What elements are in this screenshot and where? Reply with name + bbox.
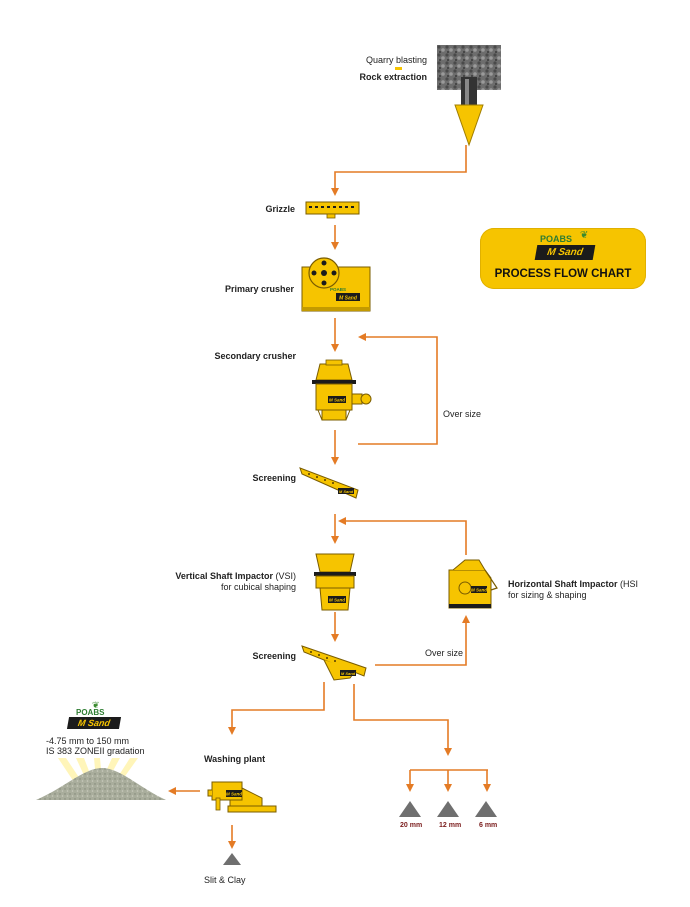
svg-text:M Sand: M Sand: [329, 598, 345, 603]
screening-machine-2: M Sand: [301, 645, 367, 681]
arrow-oversize-loop-1: [358, 333, 438, 445]
size-label-6mm: 6 mm: [479, 822, 498, 829]
hsi-label: Horizontal Shaft Impactor (HSI: [508, 579, 638, 589]
product-brand-top: POABS: [76, 708, 105, 717]
arrow-screening-to-washing: [228, 682, 325, 735]
product-spec-1: -4.75 mm to 150 mm: [46, 736, 130, 746]
silt-pile-icon: [223, 853, 241, 865]
vsi-sub-label: for cubical shaping: [220, 582, 296, 592]
svg-text:M Sand: M Sand: [471, 588, 487, 593]
hsi-abbr: (HSI: [620, 579, 639, 589]
size-label-12mm: 12 mm: [439, 822, 462, 829]
grizzle-machine: [305, 201, 360, 219]
quarry-blasting-label: Quarry blasting: [365, 55, 427, 65]
leaf-icon: ❦: [580, 230, 589, 241]
vsi-machine: M Sand: [314, 553, 356, 611]
aggregate-12mm-pile: [437, 801, 459, 817]
secondary-crusher-label: Secondary crusher: [214, 351, 296, 361]
size-label-20mm: 20 mm: [400, 822, 423, 829]
screening-machine-1: M Sand: [299, 467, 359, 499]
badge-brand-top: POABS: [540, 234, 573, 244]
sand-pile-image: [36, 758, 166, 800]
oversize-label-2: Over size: [425, 648, 464, 658]
svg-text:M Sand: M Sand: [339, 489, 354, 494]
svg-text:M Sand: M Sand: [339, 296, 358, 302]
quarry-rock-image: [437, 45, 501, 147]
secondary-crusher-machine: M Sand: [312, 359, 372, 421]
vsi-name: Vertical Shaft Impactor: [175, 571, 273, 581]
washing-plant-label: Washing plant: [204, 754, 266, 764]
product-leaf-icon: ❦: [92, 700, 100, 710]
svg-text:M Sand: M Sand: [226, 792, 242, 797]
silt-clay-label: Slit & Clay: [204, 875, 246, 885]
badge-brand-main: M Sand: [534, 245, 596, 260]
screening-label-2: Screening: [252, 651, 296, 661]
vsi-abbr: (VSI): [275, 571, 296, 581]
arrow-oversize-to-hsi: [375, 615, 470, 666]
primary-crusher-label: Primary crusher: [224, 284, 294, 294]
process-flow-badge: POABS ❦ M Sand PROCESS FLOW CHART: [480, 228, 646, 289]
hsi-sub-label: for sizing & shaping: [508, 590, 587, 600]
aggregate-20mm-pile: [399, 801, 421, 817]
primary-crusher-machine: M Sand POABS: [301, 257, 371, 312]
rock-extraction-label: Rock extraction: [359, 72, 427, 82]
quarry-separator: [395, 67, 402, 70]
grizzle-label: Grizzle: [265, 204, 295, 214]
svg-text:M Sand: M Sand: [341, 671, 356, 676]
screening-label-1: Screening: [252, 473, 296, 483]
aggregate-6mm-pile: [475, 801, 497, 817]
product-spec-2: IS 383 ZONEII gradation: [46, 746, 145, 756]
arrow-screening-to-aggregates: [353, 684, 452, 756]
oversize-label-1: Over size: [443, 409, 482, 419]
badge-title: PROCESS FLOW CHART: [494, 268, 632, 280]
washing-plant-machine: M Sand: [207, 781, 277, 813]
arrow-hsi-to-vsi: [338, 517, 467, 555]
hsi-machine: M Sand: [448, 559, 498, 609]
svg-text:POABS: POABS: [330, 287, 346, 292]
hsi-name: Horizontal Shaft Impactor: [508, 579, 618, 589]
svg-text:M Sand: M Sand: [329, 398, 345, 403]
vsi-label: Vertical Shaft Impactor (VSI): [150, 571, 296, 581]
product-brand-main: M Sand: [66, 717, 122, 729]
arrow-quarry-to-grizzle: [331, 145, 467, 196]
